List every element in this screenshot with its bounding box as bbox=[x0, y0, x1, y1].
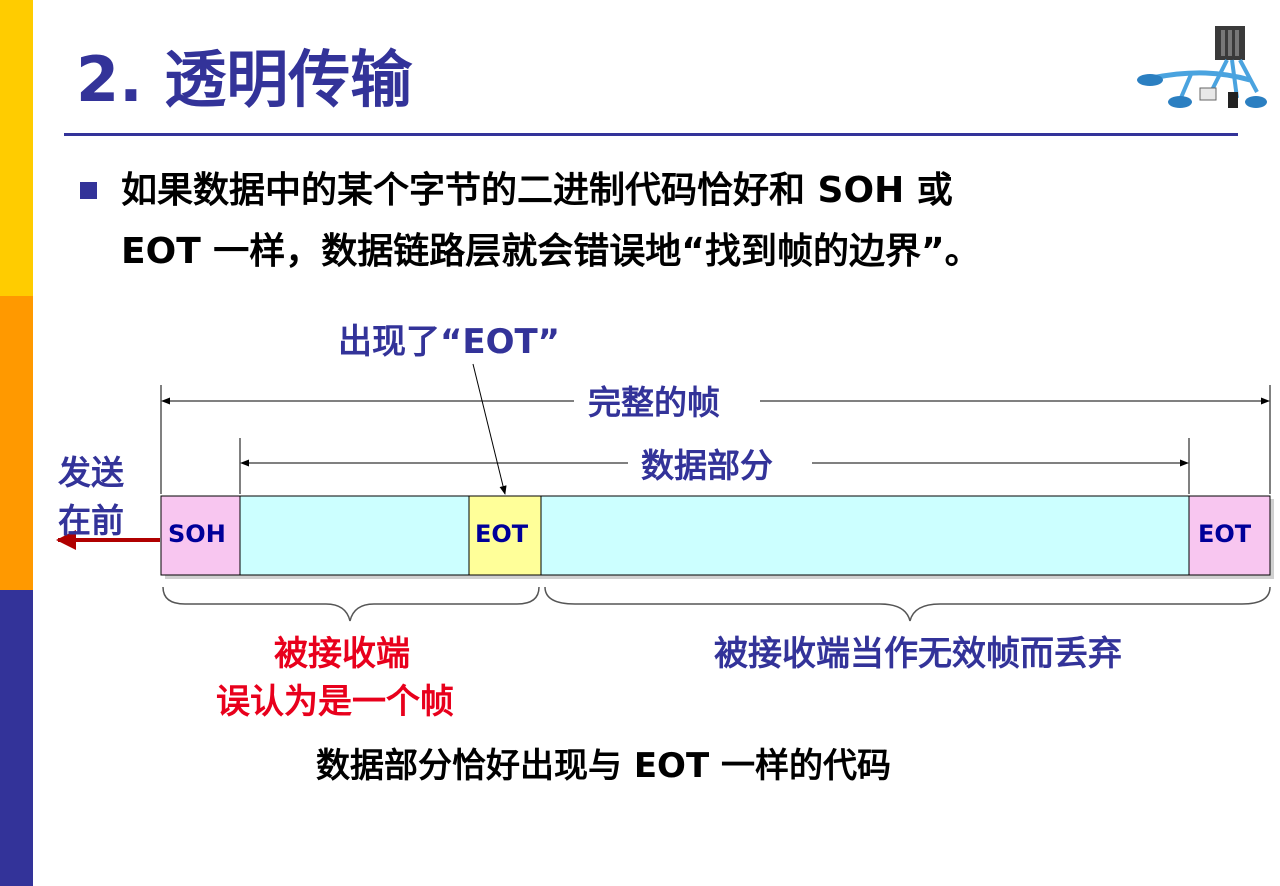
eot-callout-label: 出现了“EOT” bbox=[338, 314, 560, 363]
send-first-label-line-1: 发送 bbox=[58, 446, 124, 494]
left-brace-label-line-1: 被接收端 bbox=[274, 626, 410, 675]
send-first-label-line-2: 在前 bbox=[58, 494, 124, 542]
data-box-left bbox=[240, 496, 469, 575]
eot-end-label: EOT bbox=[1198, 520, 1251, 548]
data-part-label: 数据部分 bbox=[641, 439, 773, 487]
left-brace-label-line-2: 误认为是一个帧 bbox=[216, 674, 454, 723]
eot-callout-pointer bbox=[473, 364, 505, 494]
soh-label: SOH bbox=[168, 520, 226, 548]
diagram-caption: 数据部分恰好出现与 EOT 一样的代码 bbox=[316, 738, 891, 787]
whole-frame-label: 完整的帧 bbox=[588, 376, 720, 424]
right-brace-label: 被接收端当作无效帧而丢弃 bbox=[714, 626, 1122, 675]
left-brace bbox=[163, 587, 539, 621]
data-box-right bbox=[541, 496, 1189, 575]
eot-mid-label: EOT bbox=[475, 520, 528, 548]
right-brace bbox=[545, 587, 1270, 621]
